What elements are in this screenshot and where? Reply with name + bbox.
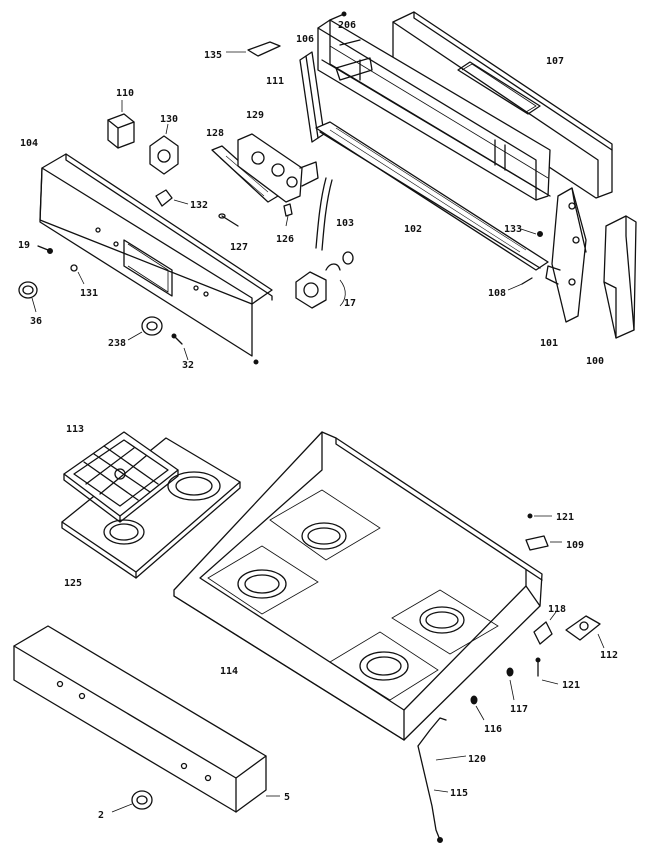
label-36: 36 xyxy=(30,316,42,327)
bracket-101 xyxy=(545,187,587,323)
label-121-upper: 121 xyxy=(556,512,574,523)
label-32: 32 xyxy=(182,360,194,371)
label-133: 133 xyxy=(504,224,522,235)
backguard-cover-107 xyxy=(392,11,613,199)
label-125: 125 xyxy=(64,578,82,589)
label-129: 129 xyxy=(246,110,264,121)
part-109 xyxy=(525,535,562,551)
screw-206 xyxy=(329,11,347,21)
rod-115 xyxy=(417,717,467,843)
screw-133 xyxy=(517,227,543,237)
valve-17 xyxy=(295,251,354,309)
screw-108 xyxy=(507,277,533,291)
label-102: 102 xyxy=(404,224,422,235)
label-100: 100 xyxy=(586,356,604,367)
part-112 xyxy=(565,615,605,649)
tube-103 xyxy=(315,177,333,251)
part-116 xyxy=(470,695,485,721)
part-126 xyxy=(283,203,293,227)
label-131: 131 xyxy=(80,288,98,299)
manifold-panel-5 xyxy=(13,625,280,813)
knob-36 xyxy=(18,281,38,313)
knob-2 xyxy=(111,790,153,813)
cooktop-114 xyxy=(173,431,543,741)
label-109: 109 xyxy=(566,540,584,551)
part-labels: 206 135 106 107 111 110 130 129 128 104 … xyxy=(18,20,618,821)
label-111: 111 xyxy=(266,76,284,87)
module-110 xyxy=(107,100,135,149)
label-103: 103 xyxy=(336,218,354,229)
label-17: 17 xyxy=(344,298,356,309)
label-113: 113 xyxy=(66,424,84,435)
switch-130 xyxy=(149,123,179,175)
side-panel-100 xyxy=(603,215,637,339)
screw-121-lower xyxy=(535,657,559,685)
control-board-129 xyxy=(211,133,319,203)
rail-102 xyxy=(315,121,549,271)
part-117 xyxy=(506,667,515,701)
screw-121-upper xyxy=(527,513,552,519)
label-110: 110 xyxy=(116,88,134,99)
label-127: 127 xyxy=(230,242,248,253)
label-118: 118 xyxy=(548,604,566,615)
label-19: 19 xyxy=(18,240,30,251)
backguard-frame-106 xyxy=(317,19,551,201)
label-132: 132 xyxy=(190,200,208,211)
part-132 xyxy=(155,189,189,207)
screw-32 xyxy=(171,333,189,361)
label-121-lower: 121 xyxy=(562,680,580,691)
label-116: 116 xyxy=(484,724,502,735)
label-128: 128 xyxy=(206,128,224,139)
label-238: 238 xyxy=(108,338,126,349)
label-106: 106 xyxy=(296,34,314,45)
label-126: 126 xyxy=(276,234,294,245)
washer-131 xyxy=(70,264,85,285)
control-panel-104 xyxy=(39,153,273,365)
label-120: 120 xyxy=(468,754,486,765)
bracket-111 xyxy=(299,51,325,143)
part-127 xyxy=(218,213,239,227)
label-206: 206 xyxy=(338,20,356,31)
part-135 xyxy=(226,41,281,57)
label-101: 101 xyxy=(540,338,558,349)
label-130: 130 xyxy=(160,114,178,125)
label-115: 115 xyxy=(450,788,468,799)
label-104: 104 xyxy=(20,138,38,149)
label-112: 112 xyxy=(600,650,618,661)
screw-19 xyxy=(37,245,53,254)
part-118 xyxy=(533,611,557,645)
label-107: 107 xyxy=(546,56,564,67)
knob-238 xyxy=(127,316,163,341)
label-114: 114 xyxy=(220,666,238,677)
label-108: 108 xyxy=(488,288,506,299)
label-5: 5 xyxy=(284,792,290,803)
grate-113 xyxy=(63,431,179,523)
label-117: 117 xyxy=(510,704,528,715)
label-2: 2 xyxy=(98,810,104,821)
label-135: 135 xyxy=(204,50,222,61)
